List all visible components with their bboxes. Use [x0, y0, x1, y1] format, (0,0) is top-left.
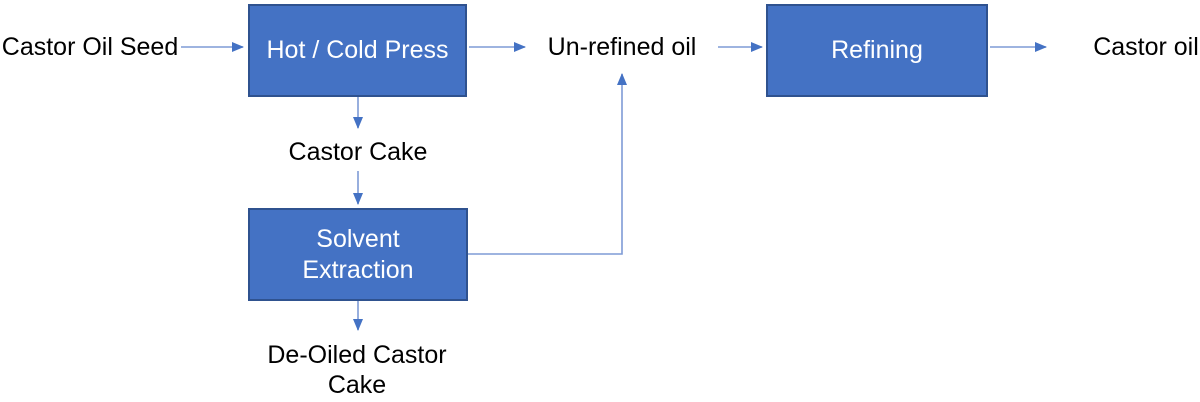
process-box-label: Refining [831, 36, 923, 64]
arrow-solvent-extraction-to-un-refined-oil [468, 73, 627, 255]
label-castor-cake: Castor Cake [288, 138, 428, 166]
label-de-oiled-castor-cake: De-Oiled Castor Cake [267, 341, 447, 399]
process-box-label: Solvent Extraction [302, 224, 414, 284]
process-box-solvent-extraction: Solvent Extraction [248, 208, 468, 301]
process-box-refining: Refining [766, 4, 988, 97]
label-castor-oil: Castor oil [1093, 33, 1199, 61]
label-castor-oil-seed: Castor Oil Seed [1, 33, 179, 61]
label-un-refined-oil: Un-refined oil [547, 33, 697, 61]
process-box-hot-cold-press: Hot / Cold Press [248, 4, 467, 97]
process-box-label: Hot / Cold Press [266, 36, 449, 64]
